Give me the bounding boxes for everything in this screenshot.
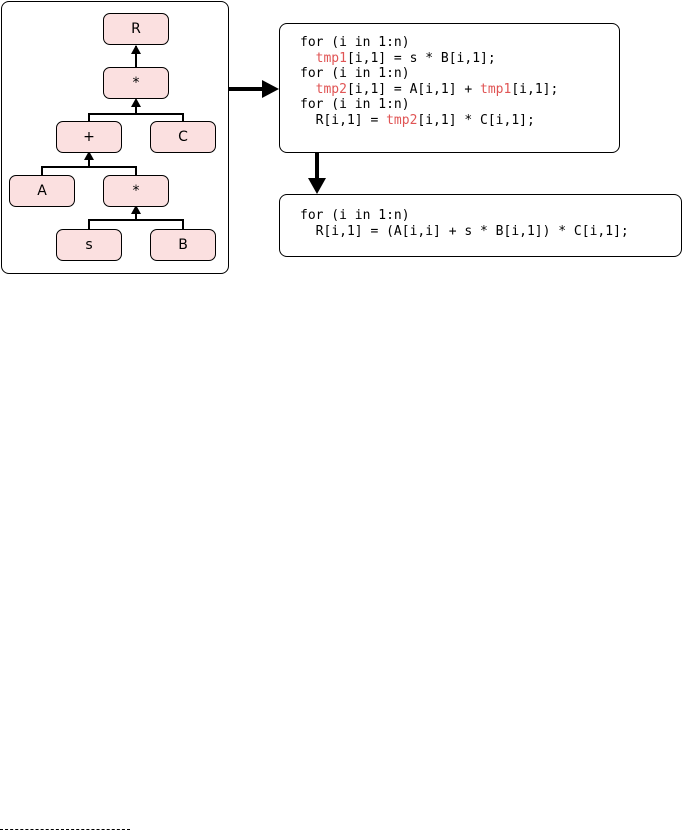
- node-c: C: [150, 121, 216, 153]
- code-text: for (i in 1:n): [300, 66, 410, 81]
- code-line: for (i in 1:n): [300, 208, 629, 224]
- code-text: [300, 82, 316, 97]
- arrowhead-to-code: [262, 80, 279, 98]
- code-line: tmp1[i,1] = s * B[i,1];: [300, 51, 558, 67]
- node-multiply-top: *: [103, 67, 169, 99]
- node-s: s: [56, 229, 122, 261]
- code-text: [i,1] = s * B[i,1];: [346, 50, 496, 66]
- code-text: [i,1] * C[i,1];: [417, 112, 535, 128]
- node-b: B: [150, 229, 216, 261]
- code-text: R[i,1] = (A[i,i] + s * B[i,1]) * C[i,1];: [300, 223, 629, 239]
- temp-variable: tmp2: [315, 81, 347, 97]
- arrowhead-to-fused: [308, 178, 326, 194]
- code-line: for (i in 1:n): [300, 97, 558, 113]
- arrowhead-mul-top: [131, 98, 141, 107]
- code-text: [i,1] = A[i,1] +: [346, 81, 481, 97]
- arrowhead-mul-inner: [131, 205, 141, 214]
- temp-variable: tmp2: [386, 112, 418, 128]
- code-text: R[i,1] =: [300, 112, 387, 128]
- code-line: tmp2[i,1] = A[i,1] + tmp1[i,1];: [300, 81, 559, 98]
- node-root-r: R: [103, 13, 169, 45]
- code-text: [300, 51, 316, 66]
- code-text: for (i in 1:n): [300, 35, 410, 50]
- fused-code-block: for (i in 1:n) R[i,1] = (A[i,i] + s * B[…: [300, 208, 629, 239]
- edge-a-mul-to-plus: [41, 166, 137, 175]
- arrowhead-plus: [84, 151, 94, 160]
- node-multiply-inner: *: [103, 175, 169, 207]
- temp-variable: tmp1: [315, 50, 347, 66]
- code-line: for (i in 1:n): [300, 35, 558, 51]
- temp-variable: tmp1: [480, 81, 512, 97]
- code-line: for (i in 1:n): [300, 66, 558, 82]
- edge-plus-c-to-mul: [88, 113, 184, 121]
- code-line: R[i,1] = tmp2[i,1] * C[i,1];: [300, 113, 558, 129]
- unfused-code-panel: [279, 23, 620, 153]
- unfused-code-block: for (i in 1:n) tmp1[i,1] = s * B[i,1];fo…: [300, 35, 558, 128]
- node-plus: +: [56, 121, 122, 153]
- code-text: for (i in 1:n): [300, 97, 410, 112]
- fused-code-panel: [279, 194, 682, 257]
- node-a: A: [9, 175, 75, 207]
- footnote-separator: [0, 829, 130, 830]
- edge-s-b-to-mul: [88, 219, 184, 229]
- arrowhead-root: [131, 45, 141, 54]
- code-line: R[i,1] = (A[i,i] + s * B[i,1]) * C[i,1];: [300, 224, 629, 240]
- code-text: for (i in 1:n): [300, 208, 410, 223]
- code-text: [i,1];: [511, 81, 559, 97]
